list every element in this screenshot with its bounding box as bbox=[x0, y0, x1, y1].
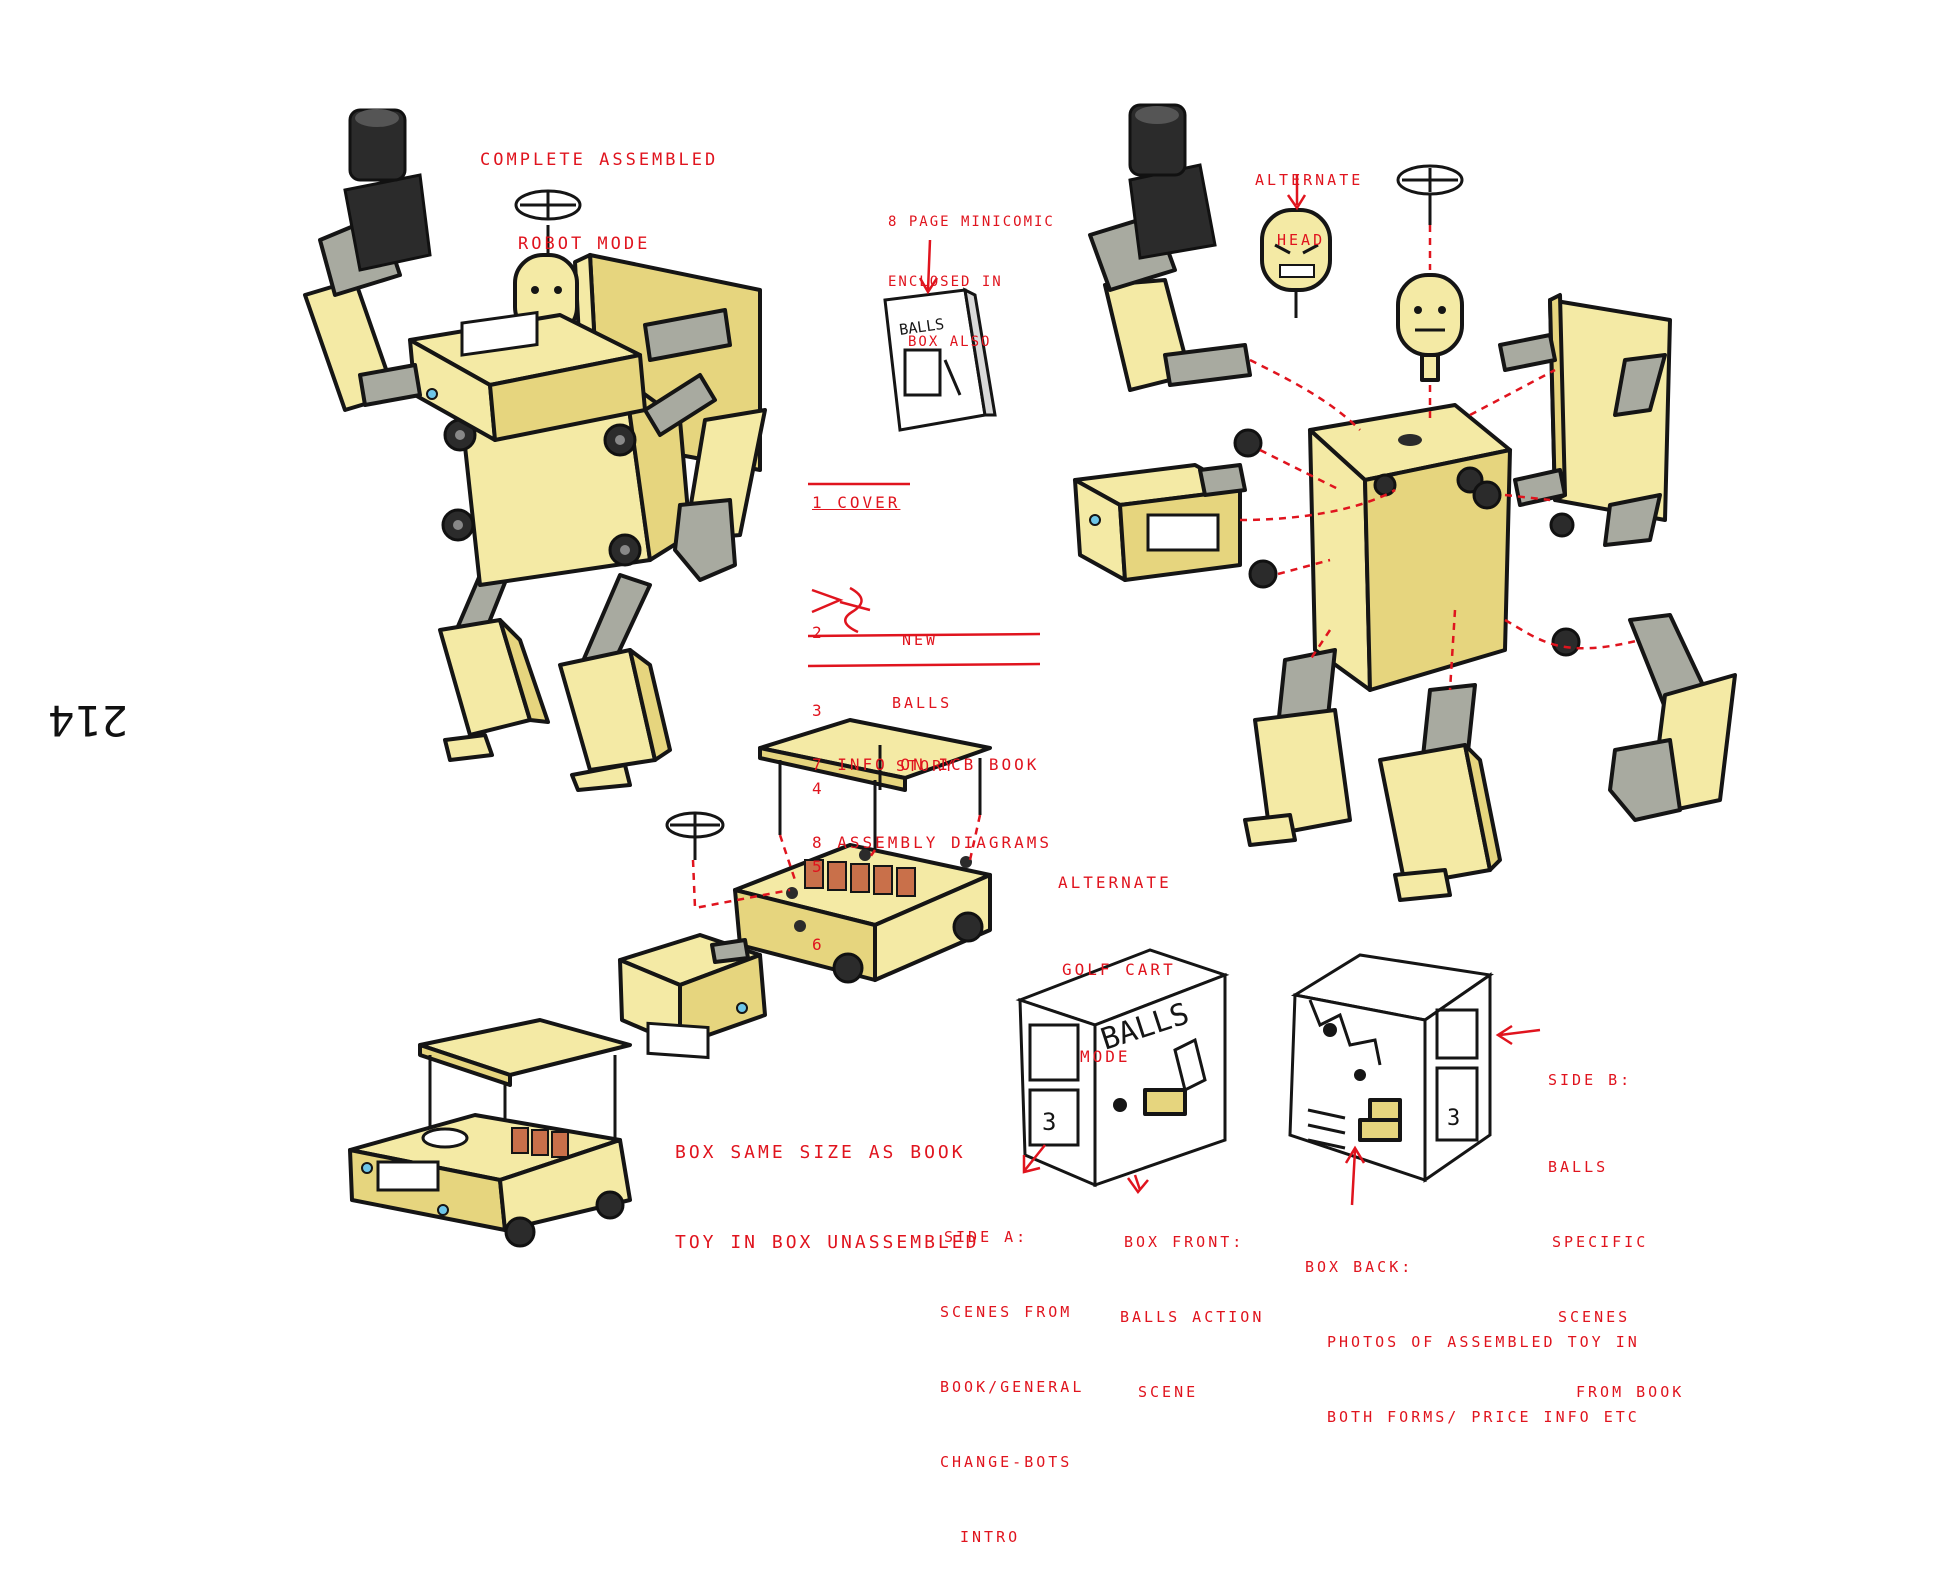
toy-box-back: 3 bbox=[1288, 953, 1494, 1183]
box-back-label: BOX BACK: PHOTOS OF ASSEMBLED TOY IN BOT… bbox=[1305, 1258, 1640, 1426]
alternate-head-label: ALTERNATE HEAD bbox=[1255, 171, 1364, 249]
side-b-label: SIDE B: BALLS SPECIFIC SCENES FROM BOOK bbox=[1548, 1071, 1685, 1401]
minicomic-book: BALLS bbox=[883, 287, 997, 432]
svg-text:3: 3 bbox=[1042, 1108, 1056, 1136]
sketch-artwork: .b { fill:#f4eaa5; stroke:#151515; strok… bbox=[303, 103, 1737, 1248]
side-a-label: SIDE A: SCENES FROM BOOK/GENERAL CHANGE-… bbox=[940, 1228, 1085, 1546]
minicomic-page-list: 1 COVER 2 3 4 5 6 NEW BALLS STORY 7 INFO… bbox=[812, 438, 1053, 954]
golf-cart-mode-label: ALTERNATE GOLF CART MODE bbox=[1058, 873, 1176, 1066]
box-size-note: BOX SAME SIZE AS BOOK TOY IN BOX UNASSEM… bbox=[675, 1142, 980, 1253]
page-cover: 1 COVER bbox=[812, 493, 901, 512]
page-info: 7 INFO ON ICB BOOK bbox=[812, 755, 1040, 774]
page-assembly: 8 ASSEMBLY DIAGRAMS bbox=[812, 833, 1053, 852]
svg-text:3: 3 bbox=[1447, 1106, 1460, 1131]
golf-cart-assembled bbox=[348, 1018, 632, 1248]
exploded-robot-diagram bbox=[1073, 103, 1737, 902]
story-pages: 2 3 4 5 6 NEW BALLS STORY bbox=[812, 568, 1052, 954]
page-number: 214 bbox=[47, 696, 128, 745]
robot-mode-label: COMPLETE ASSEMBLED ROBOT MODE bbox=[480, 150, 719, 254]
box-front-label: BOX FRONT: BALLS ACTION SCENE bbox=[1120, 1233, 1265, 1401]
robot-mode-figure bbox=[303, 108, 767, 792]
story-label: NEW BALLS STORY bbox=[892, 631, 957, 775]
golf-cart-exploded-diagram bbox=[618, 718, 992, 1060]
toy-box-front: 3 BALLS bbox=[1015, 948, 1230, 1188]
minicomic-label: 8 PAGE MINICOMIC ENCLOSED IN BOX ALSO bbox=[888, 214, 1055, 350]
annotation-arrows bbox=[807, 175, 1541, 1206]
